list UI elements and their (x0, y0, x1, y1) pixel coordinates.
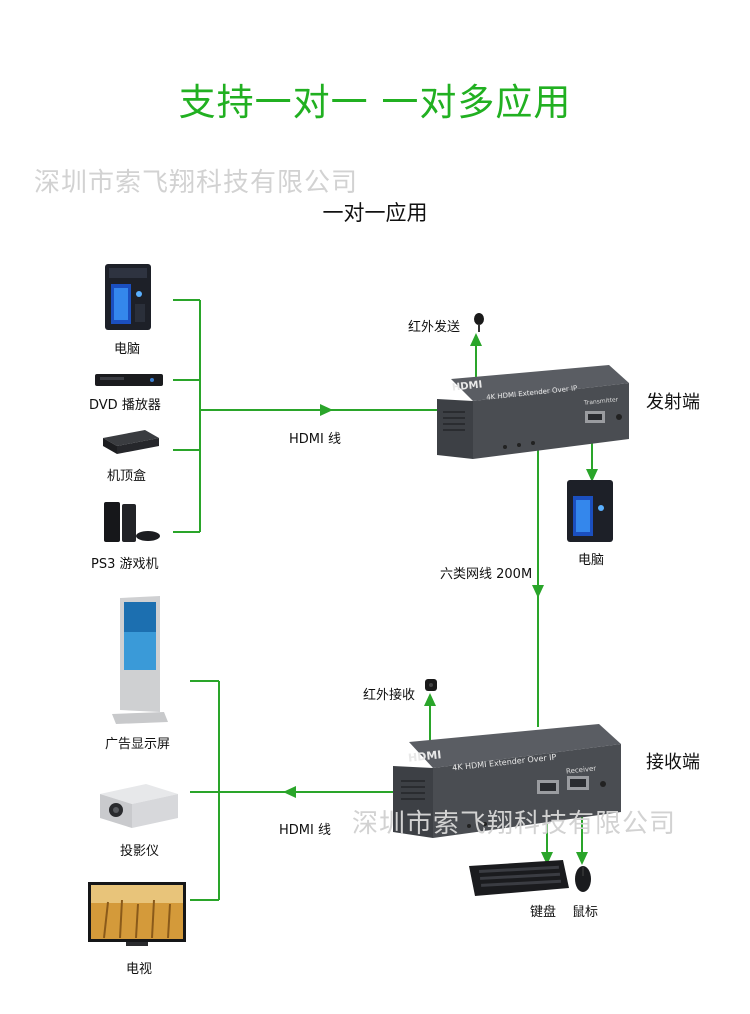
arrow-mouse (576, 852, 588, 865)
page-heading: 支持一对一 一对多应用 (178, 81, 572, 124)
arrow-network (532, 585, 544, 598)
transmitter-pc-icon (567, 480, 613, 542)
source-label-ps3: PS3 游戏机 (91, 557, 159, 572)
receiver-side-label: 接收端 (646, 752, 700, 773)
arrow-ir-receive (424, 693, 436, 706)
watermark-top: 深圳市索飞翔科技有限公司 (34, 168, 359, 198)
source-label-dvd: DVD 播放器 (89, 398, 161, 413)
keyboard-label: 键盘 (530, 905, 557, 920)
hdmi-in-label: HDMI 线 (289, 432, 341, 447)
arrow-hdmi-in (320, 404, 333, 416)
transmitter-device (437, 365, 629, 459)
network-cable-label: 六类网线 200M (440, 567, 533, 582)
sink-label-tv: 电视 (126, 962, 153, 977)
ps3-console-icon (104, 502, 160, 542)
source-label-pc: 电脑 (114, 342, 141, 357)
tv-icon (88, 882, 186, 946)
arrow-keyboard (541, 852, 553, 865)
dvd-player-icon (95, 374, 163, 386)
arrow-ir-send (470, 333, 482, 346)
arrow-tx-pc (586, 469, 598, 482)
mouse-icon (575, 866, 591, 892)
projector-icon (100, 784, 178, 828)
sink-label-projector: 投影仪 (120, 844, 160, 859)
set-top-box-icon (103, 430, 159, 454)
mouse-label: 鼠标 (572, 905, 599, 920)
sink-label-signage: 广告显示屏 (105, 737, 171, 752)
ir-receive-label: 红外接收 (363, 688, 416, 703)
pc-tower-icon (105, 264, 151, 330)
ir-emitter-icon (474, 313, 484, 332)
source-label-stb: 机顶盒 (107, 469, 147, 484)
hdmi-out-label: HDMI 线 (279, 823, 331, 838)
ir-send-label: 红外发送 (408, 320, 461, 335)
receiver-device (393, 724, 621, 838)
digital-signage-icon (112, 596, 168, 724)
watermark-bottom: 深圳市索飞翔科技有限公司 (352, 809, 677, 839)
ir-receiver-icon (425, 679, 437, 691)
section-title: 一对一应用 (322, 201, 428, 225)
transmitter-pc-label: 电脑 (578, 553, 605, 568)
keyboard-icon (469, 860, 569, 896)
transmitter-side-label: 发射端 (646, 392, 700, 413)
arrow-hdmi-out (283, 786, 296, 798)
